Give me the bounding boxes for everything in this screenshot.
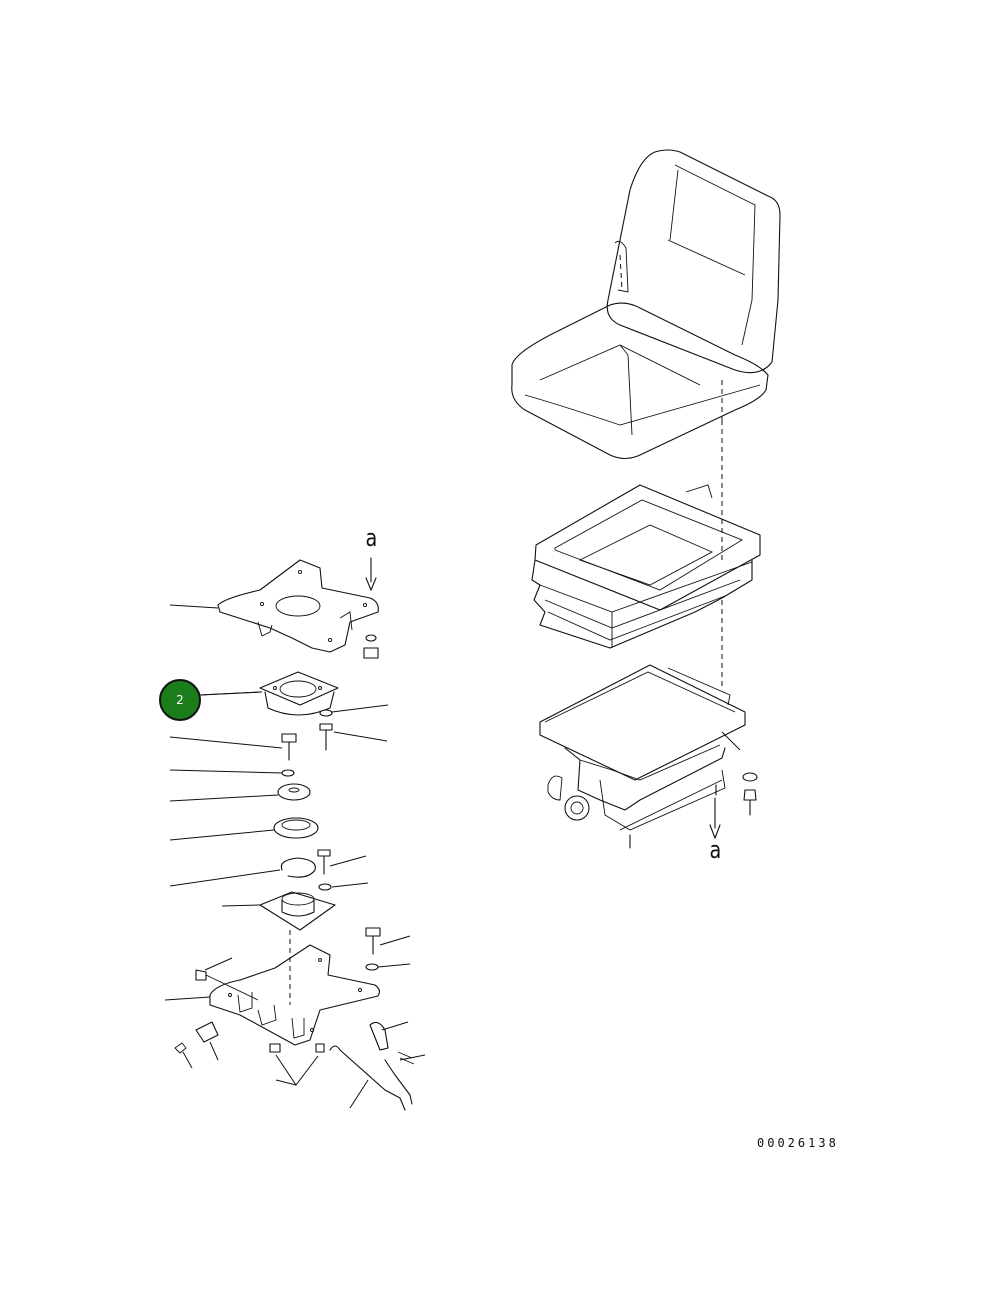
callout-leader (199, 691, 263, 696)
callout-number: 2 (176, 693, 184, 707)
figure-number: 00026138 (757, 1136, 839, 1150)
part-callout-badge[interactable]: 2 (159, 679, 201, 721)
bellows-cover-drawing (531, 420, 761, 649)
suspension-unit-drawing (539, 600, 758, 849)
view-label-top: a (365, 524, 378, 552)
seat-cushion-drawing (511, 149, 781, 460)
view-label-bottom: a (709, 836, 722, 864)
swivel-bracket-drawing (164, 557, 426, 1111)
